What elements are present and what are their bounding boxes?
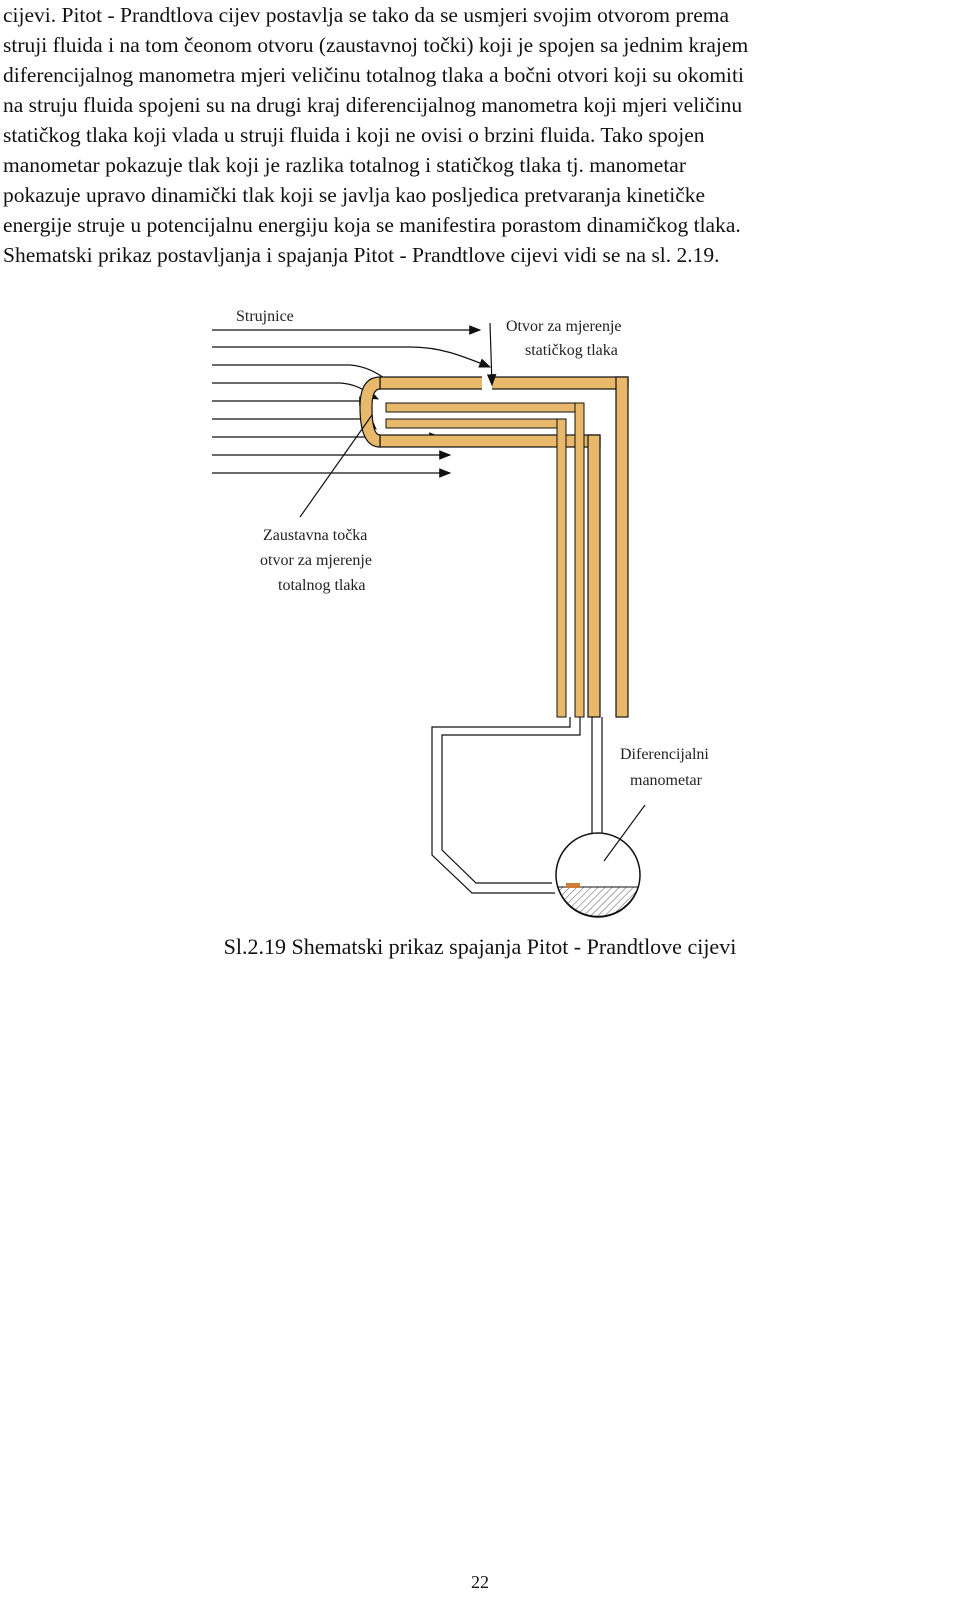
figure-caption: Sl.2.19 Shematski prikaz spajanja Pitot … xyxy=(223,934,737,959)
differential-manometer xyxy=(555,832,641,918)
stagnation-label-line1: Zaustavna točka xyxy=(263,527,367,544)
streamline xyxy=(212,346,492,368)
outer-tube-right xyxy=(615,376,629,718)
streamlines-label: Strujnice xyxy=(236,308,294,325)
body-line: pokazuje upravo dinamički tlak koji se j… xyxy=(3,183,706,207)
manometer-label-line1: Diferencijalni xyxy=(620,746,709,763)
outer-tube-bottom xyxy=(379,434,601,448)
manometer-connections xyxy=(431,717,603,894)
streamlines xyxy=(212,325,492,478)
static-hole-pointer xyxy=(486,322,497,387)
stagnation-label-line3: totalnog tlaka xyxy=(278,577,366,594)
static-hole-label-line2: statičkog tlaka xyxy=(525,342,618,359)
static-hole-label-line1: Otvor za mjerenje xyxy=(506,318,622,335)
body-line: cijevi. Pitot - Prandtlova cijev postavl… xyxy=(3,3,730,27)
page-number: 22 xyxy=(471,1572,489,1592)
inner-tube-bottom xyxy=(385,418,567,429)
outer-tube-top xyxy=(379,376,629,390)
stagnation-label-line2: otvor za mjerenje xyxy=(260,552,372,569)
manometer-fluid-surface xyxy=(566,883,580,888)
body-line: energije struje u potencijalnu energiju … xyxy=(3,213,741,237)
body-line: na struju fluida spojeni su na drugi kra… xyxy=(3,93,743,117)
body-line: statičkog tlaka koji vlada u struji flui… xyxy=(3,123,705,147)
label-pointers xyxy=(299,322,646,862)
body-line: diferencijalnog manometra mjeri veličinu… xyxy=(3,63,744,87)
tube-nose xyxy=(359,376,381,448)
streamline xyxy=(212,417,377,430)
body-line: struji fluida i na tom čeonom otvoru (za… xyxy=(3,33,749,57)
total-pressure-line-inner xyxy=(441,717,581,884)
pitot-tube-figure: Strujnice Otvor za mjerenje statičkog tl… xyxy=(200,295,760,945)
body-line: manometar pokazuje tlak koji je razlika … xyxy=(3,153,686,177)
body-paragraph: cijevi. Pitot - Prandtlova cijev postavl… xyxy=(3,0,958,270)
inner-tube-top xyxy=(385,402,585,413)
static-pressure-hole xyxy=(482,375,492,391)
inner-tube-right xyxy=(574,402,585,718)
pitot-tube-diagram: Strujnice Otvor za mjerenje statičkog tl… xyxy=(212,308,709,918)
manometer-pointer xyxy=(603,804,646,862)
outer-tube-left xyxy=(587,434,601,718)
total-pressure-line xyxy=(431,717,571,894)
manometer-label-line2: manometar xyxy=(630,772,703,789)
streamline xyxy=(212,382,380,400)
stagnation-pointer xyxy=(299,414,373,518)
pitot-tube-body xyxy=(359,375,629,718)
inner-tube-left xyxy=(556,418,567,718)
manometer-fluid xyxy=(557,886,639,917)
body-line: Shematski prikaz postavljanja i spajanja… xyxy=(3,243,720,267)
